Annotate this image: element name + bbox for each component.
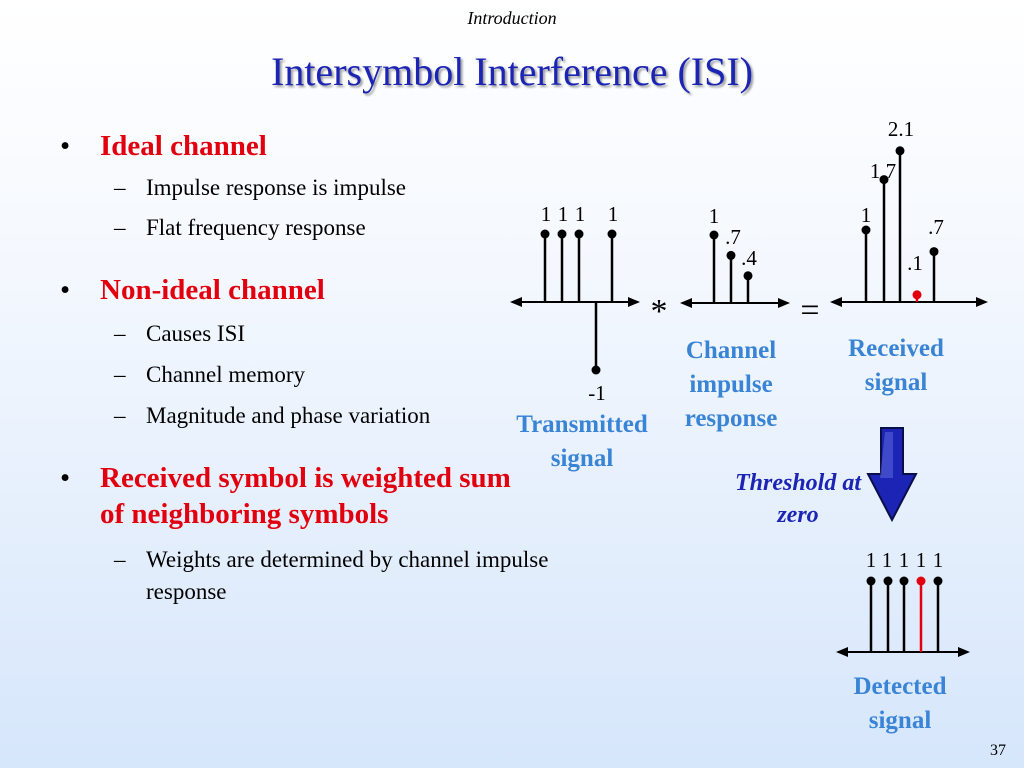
detected-axis-arrowtail: [836, 647, 848, 657]
received-value-label: 2.1: [888, 117, 914, 141]
dash-icon: –: [114, 547, 126, 572]
convolution-symbol: *: [651, 293, 668, 330]
transmitted-stem-dot: [591, 365, 601, 375]
dash-icon: –: [114, 175, 126, 200]
transmitted-value-label: -1: [588, 381, 606, 405]
channel-stem-dot: [709, 230, 719, 240]
received-signal-label: Received signal: [848, 335, 944, 396]
detected-stem-dot: [916, 576, 926, 586]
detected-stem-dot: [899, 576, 909, 586]
bullet-list: • Ideal channel – Impulse response is im…: [60, 128, 560, 608]
bullet-dot: •: [60, 274, 71, 306]
dash-icon: –: [114, 403, 126, 428]
detected-value-label: 1: [899, 548, 910, 572]
channel-axis-arrowhead: [778, 298, 790, 308]
sub-bullet-text: Causes ISI: [146, 321, 246, 346]
transmitted-stem-dot: [557, 229, 567, 239]
received-stem-dot: [912, 290, 922, 300]
bullet-dot: •: [60, 462, 71, 494]
bullet-weighted-sum: • Received symbol is weighted sum of nei…: [60, 460, 540, 532]
detected-value-label: 1: [882, 548, 893, 572]
transmitted-axis-arrowtail: [510, 297, 522, 307]
sub-bullet-text: Flat frequency response: [146, 215, 366, 240]
dash-icon: –: [114, 215, 126, 240]
slide-title: Intersymbol Interference (ISI): [271, 49, 753, 94]
transmitted-signal-label: Transmitted signal: [516, 411, 648, 472]
channel-value-label: .4: [741, 246, 757, 270]
sub-bullet: – Flat frequency response: [60, 212, 560, 244]
dash-icon: –: [114, 362, 126, 387]
received-stem-dot: [895, 146, 905, 156]
received-value-label: 1.7: [870, 159, 896, 183]
sub-bullet-text: Impulse response is impulse: [146, 175, 406, 200]
received-stem-dot: [929, 247, 939, 257]
bullet-text: Received symbol is weighted sum of neigh…: [100, 462, 511, 530]
channel-axis-arrowtail: [680, 298, 692, 308]
detected-axis-arrowhead: [958, 647, 970, 657]
received-stem-dot: [879, 175, 889, 185]
threshold-label: Threshold at zero: [734, 470, 862, 528]
bullet-non-ideal-channel: • Non-ideal channel: [60, 272, 560, 308]
transmitted-value-label: 1: [608, 202, 619, 226]
sub-bullet: – Magnitude and phase variation: [60, 400, 466, 432]
bullet-ideal-channel: • Ideal channel: [60, 128, 560, 164]
sub-bullet: – Channel memory: [60, 359, 560, 391]
sub-bullet-text: Weights are determined by channel impuls…: [146, 547, 549, 604]
threshold-arrow-highlight: [880, 432, 893, 478]
bullet-text: Ideal channel: [100, 130, 267, 162]
detected-value-label: 1: [933, 548, 944, 572]
detected-stem-dot: [883, 576, 893, 586]
transmitted-axis-arrowhead: [628, 297, 640, 307]
section-label: Introduction: [467, 8, 557, 28]
channel-stem-dot: [726, 250, 736, 260]
transmitted-stem-dot: [607, 229, 617, 239]
transmitted-value-label: 1: [558, 202, 569, 226]
transmitted-stem-dot: [574, 229, 584, 239]
detected-value-label: 1: [916, 548, 927, 572]
transmitted-value-label: 1: [575, 202, 586, 226]
received-value-label: .1: [907, 251, 923, 275]
bullet-text: Non-ideal channel: [100, 274, 325, 306]
transmitted-value-label: 1: [541, 202, 552, 226]
detected-signal-label: Detected signal: [853, 673, 947, 734]
sub-bullet: – Impulse response is impulse: [60, 172, 560, 204]
equals-symbol: =: [800, 292, 819, 329]
sub-bullet: – Weights are determined by channel impu…: [60, 544, 576, 608]
channel-value-label: 1: [709, 204, 720, 228]
detected-stem-dot: [866, 576, 876, 586]
received-stem-dot: [861, 225, 871, 235]
channel-value-label: .7: [725, 225, 741, 249]
channel-stem-dot: [743, 271, 753, 281]
received-axis-arrowhead: [976, 297, 988, 307]
sub-bullet-text: Magnitude and phase variation: [146, 403, 431, 428]
channel-impulse-response-label: Channel impulse response: [684, 337, 778, 432]
transmitted-stem-dot: [540, 229, 550, 239]
detected-value-label: 1: [866, 548, 877, 572]
dash-icon: –: [114, 321, 126, 346]
received-axis-arrowtail: [830, 297, 842, 307]
bullet-dot: •: [60, 130, 71, 162]
detected-stem-dot: [933, 576, 943, 586]
sub-bullet: – Causes ISI: [60, 318, 560, 350]
received-value-label: .7: [928, 215, 944, 239]
sub-bullet-text: Channel memory: [146, 362, 306, 387]
received-value-label: 1: [861, 203, 872, 227]
page-number: 37: [990, 742, 1006, 759]
